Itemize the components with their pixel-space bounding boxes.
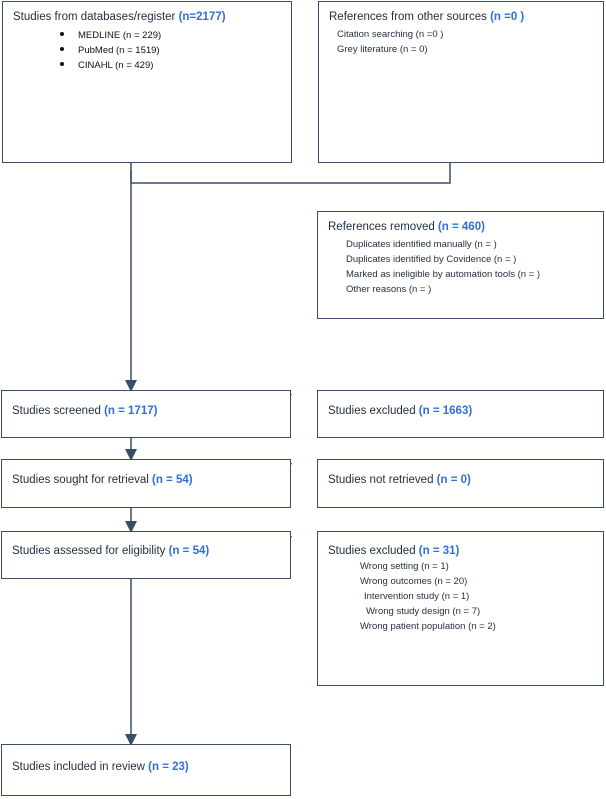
removed-count: (n = 460)	[437, 221, 485, 233]
other-sources-list: Citation searching (n =0 ) Grey literatu…	[337, 27, 443, 57]
databases-box: Studies from databases/register (n=2177)…	[2, 1, 292, 163]
list-item: PubMed (n = 1519)	[60, 43, 161, 58]
databases-title-text: Studies from databases/register	[13, 11, 179, 23]
databases-count: (n=2177)	[178, 11, 226, 23]
list-item: Grey literature (n = 0)	[337, 44, 428, 55]
sought-count: (n = 54)	[152, 474, 193, 486]
sought-box: Studies sought for retrieval (n = 54)	[1, 459, 291, 508]
other-sources-box: References from other sources (n =0 ) Ci…	[318, 1, 604, 163]
included-box: Studies included in review (n = 23)	[1, 744, 291, 796]
list-item: Marked as ineligible by automation tools…	[346, 269, 541, 280]
list-item: Wrong patient population (n = 2)	[360, 621, 496, 632]
list-item: Citation searching (n =0 )	[337, 29, 444, 40]
references-removed-box: References removed (n = 460) Duplicates …	[317, 211, 604, 319]
list-item: CINAHL (n = 429)	[60, 58, 161, 73]
not-retrieved-box: Studies not retrieved (n = 0)	[317, 459, 604, 508]
not-retrieved-count: (n = 0)	[436, 474, 471, 486]
list-item: Duplicates identified by Covidence (n = …	[346, 254, 517, 265]
databases-list: MEDLINE (n = 229) PubMed (n = 1519) CINA…	[60, 28, 161, 73]
list-item: Intervention study (n = 1)	[364, 591, 470, 602]
connector-other-merge	[131, 163, 451, 184]
other-sources-title: References from other sources (n =0 )	[329, 11, 525, 23]
excluded-eligibility-box: Studies excluded (n = 31) Wrong setting …	[317, 531, 604, 686]
assessed-count: (n = 54)	[168, 545, 210, 557]
excluded-box: Studies excluded (n = 1663)	[317, 390, 604, 438]
list-item: Wrong setting (n = 1)	[360, 561, 449, 572]
list-item: Other reasons (n = )	[346, 284, 432, 295]
removed-list: Duplicates identified manually (n = ) Du…	[346, 237, 540, 297]
excluded-eligibility-count: (n = 31)	[418, 545, 460, 557]
included-count: (n = 23)	[148, 761, 189, 773]
assessed-box: Studies assessed for eligibility (n = 54…	[1, 531, 291, 579]
screened-box: Studies screened (n = 1717)	[1, 390, 291, 438]
other-sources-count: (n =0 )	[490, 11, 525, 23]
databases-title: Studies from databases/register (n=2177)	[13, 11, 226, 23]
list-item: Wrong study design (n = 7)	[366, 606, 481, 617]
list-item: Wrong outcomes (n = 20)	[360, 576, 468, 587]
exclusion-reasons-list: Wrong setting (n = 1) Wrong outcomes (n …	[352, 559, 496, 634]
list-item: Duplicates identified manually (n = )	[346, 239, 497, 250]
list-item: MEDLINE (n = 229)	[60, 28, 161, 43]
removed-title: References removed (n = 460)	[328, 221, 485, 233]
screened-count: (n = 1717)	[104, 405, 158, 417]
excluded-count: (n = 1663)	[418, 405, 473, 417]
